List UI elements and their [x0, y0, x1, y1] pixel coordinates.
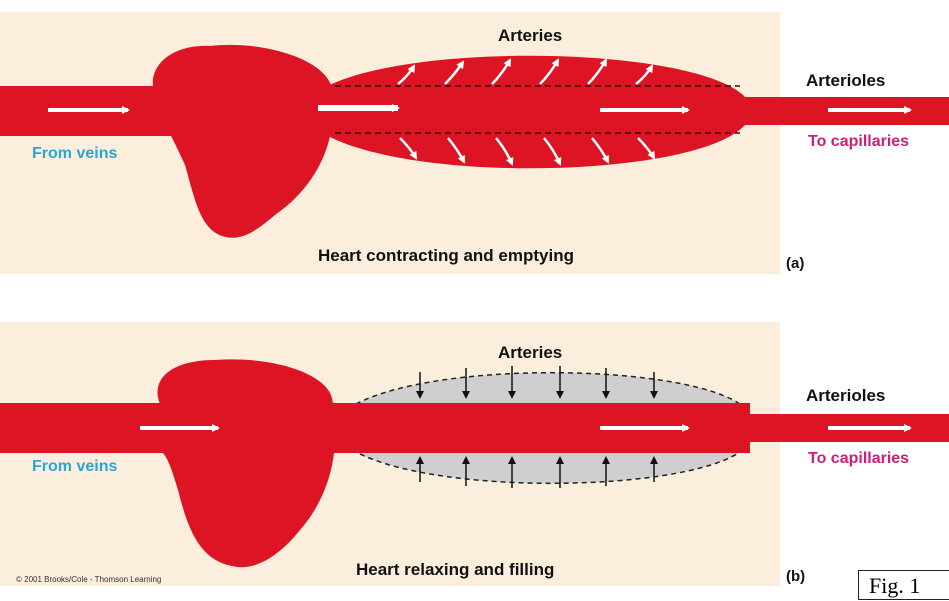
to-capillaries-label-b: To capillaries — [808, 450, 909, 468]
arterioles-label-b: Arterioles — [806, 386, 885, 406]
arteries-label-b: Arteries — [498, 343, 562, 363]
figure-label: Fig. 1 — [858, 570, 949, 600]
from-veins-label-a: From veins — [32, 145, 117, 163]
panel-letter-b: (b) — [786, 568, 805, 585]
caption-a: Heart contracting and emptying — [318, 246, 574, 266]
copyright-text: © 2001 Brooks/Cole - Thomson Learning — [16, 575, 161, 584]
caption-b: Heart relaxing and filling — [356, 560, 554, 580]
heart-b — [157, 359, 335, 567]
arteries-label-a: Arteries — [498, 26, 562, 46]
panel-letter-a: (a) — [786, 255, 804, 272]
to-capillaries-label-a: To capillaries — [808, 133, 909, 151]
arterioles-label-a: Arterioles — [806, 71, 885, 91]
artery-a-expanded — [300, 56, 745, 169]
heart-a — [153, 45, 334, 238]
from-veins-label-b: From veins — [32, 458, 117, 476]
